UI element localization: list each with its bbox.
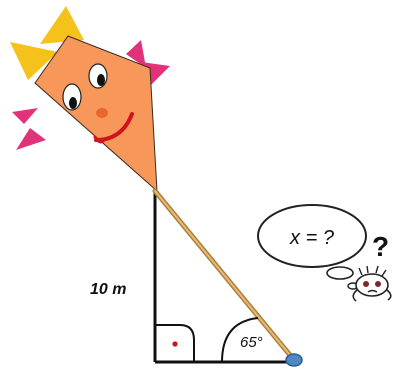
kite-face-icon <box>34 35 158 193</box>
smile-lip <box>93 135 106 144</box>
thought-bubble: x = ? <box>257 204 367 290</box>
right-ribbon-top <box>126 40 146 68</box>
kite-string-highlight <box>154 190 295 361</box>
angle-label: 65° <box>240 334 263 351</box>
bubble-text: x = ? <box>289 227 335 249</box>
right-triangle <box>152 188 303 367</box>
top-bow-left <box>40 6 84 44</box>
right-eye <box>88 63 108 89</box>
bubble-main <box>257 204 367 268</box>
height-label: 10 m <box>90 281 126 298</box>
right-angle-marker <box>155 324 195 362</box>
top-bow-right <box>10 42 58 80</box>
character-arm-right <box>386 289 392 301</box>
left-ribbon-top <box>12 108 38 124</box>
smile <box>94 112 134 142</box>
character-eye-left <box>363 281 369 287</box>
left-pupil <box>69 97 77 109</box>
kite-decorations <box>10 6 170 150</box>
character-mouth <box>367 289 378 293</box>
character-eye-right <box>375 281 381 287</box>
bubble-small-1 <box>326 266 354 280</box>
left-ribbon-bottom <box>16 128 46 150</box>
character-arm-left <box>352 289 358 302</box>
right-pupil <box>97 74 105 86</box>
anchor-point <box>285 353 303 367</box>
angle-arc <box>221 317 259 363</box>
confused-character-icon: ? <box>352 231 392 302</box>
right-angle-dot <box>172 341 178 347</box>
kite-body <box>34 35 158 193</box>
question-mark: ? <box>372 231 389 262</box>
character-head <box>355 273 389 297</box>
nose <box>96 108 108 118</box>
character-hair <box>358 265 387 277</box>
